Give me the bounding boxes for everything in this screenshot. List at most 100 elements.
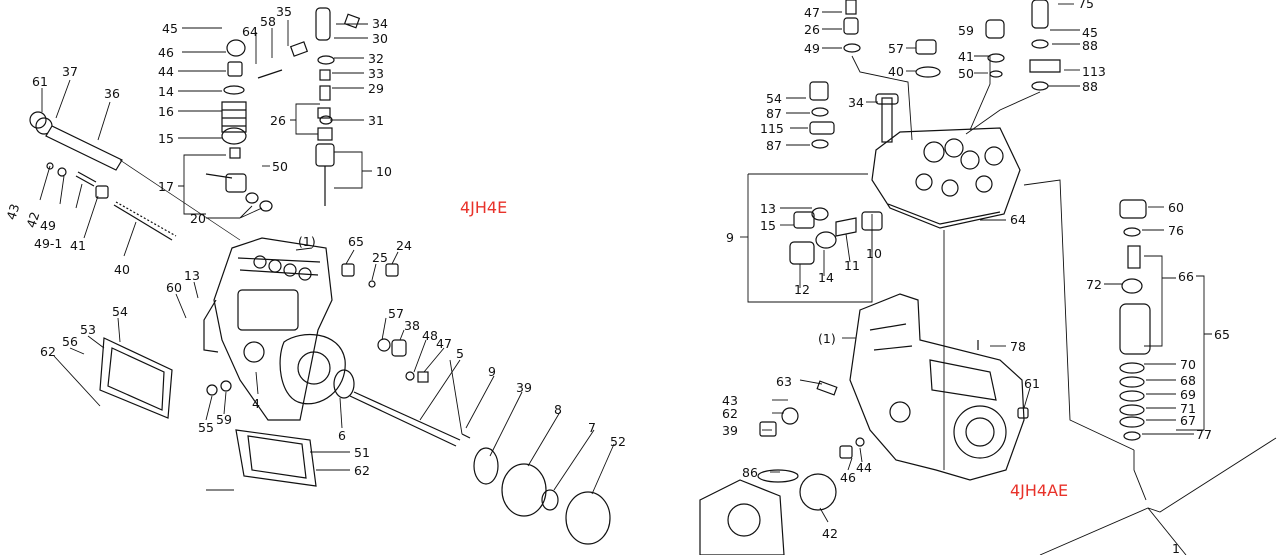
diagram-4jh4ae: 4JH4AE — [699, 0, 1277, 555]
callout: 60 — [166, 280, 182, 295]
callout: 53 — [80, 322, 96, 337]
callout: 24 — [396, 238, 412, 253]
callout: 43 — [3, 202, 22, 222]
callout: 5 — [456, 346, 464, 361]
callout: (1) — [818, 331, 836, 346]
pump-housing-illustration — [203, 237, 346, 421]
callout: 66 — [1178, 269, 1194, 284]
callout: 46 — [158, 45, 174, 60]
callout: 10 — [866, 246, 882, 261]
callout: 52 — [610, 434, 626, 449]
callout: 50 — [272, 159, 288, 174]
callout: 43 — [722, 393, 738, 408]
valve-parts-illustration — [789, 199, 1151, 441]
leader-lines-left — [39, 20, 615, 495]
callout: 4 — [252, 396, 260, 411]
callout: 45 — [1082, 25, 1098, 40]
callout: 25 — [372, 250, 388, 265]
callout: 57 — [388, 306, 404, 321]
callout: 62 — [354, 463, 370, 478]
callout: 87 — [766, 106, 782, 121]
callout: 40 — [888, 64, 904, 79]
callout: 64 — [1010, 212, 1026, 227]
callout: 48 — [422, 328, 438, 343]
camshaft-illustration — [99, 263, 611, 545]
callout: 41 — [70, 238, 86, 253]
callout: 65 — [348, 234, 364, 249]
callout: 20 — [190, 211, 206, 226]
callouts-left: 45 46 44 14 16 15 17 20 58 64 35 34 30 3… — [3, 4, 626, 478]
callout: 61 — [1024, 376, 1040, 391]
callout: 67 — [1180, 413, 1196, 428]
callout: 62 — [40, 344, 56, 359]
callout: 36 — [104, 86, 120, 101]
callouts-right: 47 26 49 57 59 40 41 50 75 45 88 113 88 … — [722, 0, 1230, 555]
callout: 1 — [1172, 541, 1180, 555]
callout: 37 — [62, 64, 78, 79]
callout: 44 — [856, 460, 872, 475]
callout: 15 — [760, 218, 776, 233]
callout: 58 — [260, 14, 276, 29]
model-label-4jh4e: 4JH4E — [460, 198, 507, 217]
callout: 47 — [436, 336, 452, 351]
callout: 44 — [158, 64, 174, 79]
callout: 13 — [184, 268, 200, 283]
callout: 8 — [554, 402, 562, 417]
callout: (1) — [298, 234, 316, 249]
callout: 16 — [158, 104, 174, 119]
callout: 51 — [354, 445, 370, 460]
callout: 62 — [722, 406, 738, 421]
callout: 39 — [516, 380, 532, 395]
callout: 46 — [840, 470, 856, 485]
callout: 9 — [726, 230, 734, 245]
callout: 59 — [958, 23, 974, 38]
callout: 42 — [822, 526, 838, 541]
callout: 63 — [776, 374, 792, 389]
callout: 70 — [1180, 357, 1196, 372]
callout: 64 — [242, 24, 258, 39]
callout: 88 — [1082, 38, 1098, 53]
drive-parts-illustration — [699, 340, 1029, 555]
callout: 61 — [32, 74, 48, 89]
callout: 17 — [158, 179, 174, 194]
callout: 39 — [722, 423, 738, 438]
callout: 77 — [1196, 427, 1212, 442]
callout: 31 — [368, 113, 384, 128]
pump-head-illustration — [871, 127, 1021, 229]
callout: 47 — [804, 5, 820, 20]
callout: 12 — [794, 282, 810, 297]
callout: 29 — [368, 81, 384, 96]
callout: 33 — [368, 66, 384, 81]
callout: 113 — [1082, 64, 1106, 79]
callout: 115 — [760, 121, 784, 136]
callout: 45 — [162, 21, 178, 36]
callout: 86 — [742, 465, 758, 480]
callout: 78 — [1010, 339, 1026, 354]
callout: 49-1 — [34, 236, 62, 251]
callout: 59 — [216, 412, 232, 427]
callout: 34 — [372, 16, 388, 31]
callout: 71 — [1180, 401, 1196, 416]
callout: 55 — [198, 420, 214, 435]
callout: 11 — [844, 258, 860, 273]
callout: 14 — [818, 270, 834, 285]
callout: 87 — [766, 138, 782, 153]
callout: 34 — [848, 95, 864, 110]
callout: 10 — [376, 164, 392, 179]
callout: 41 — [958, 49, 974, 64]
callout: 76 — [1168, 223, 1184, 238]
callout: 9 — [488, 364, 496, 379]
callout: 40 — [114, 262, 130, 277]
callout: 26 — [804, 22, 820, 37]
callout: 26 — [270, 113, 286, 128]
callout: 54 — [112, 304, 128, 319]
leader-lines-right — [740, 3, 1277, 555]
callout: 42 — [23, 210, 42, 230]
callout: 50 — [958, 66, 974, 81]
governor-parts-illustration — [205, 7, 361, 212]
callout: 75 — [1078, 0, 1094, 11]
callout: 15 — [158, 131, 174, 146]
control-rod-illustration — [29, 111, 241, 241]
fittings-illustration — [809, 0, 1061, 149]
